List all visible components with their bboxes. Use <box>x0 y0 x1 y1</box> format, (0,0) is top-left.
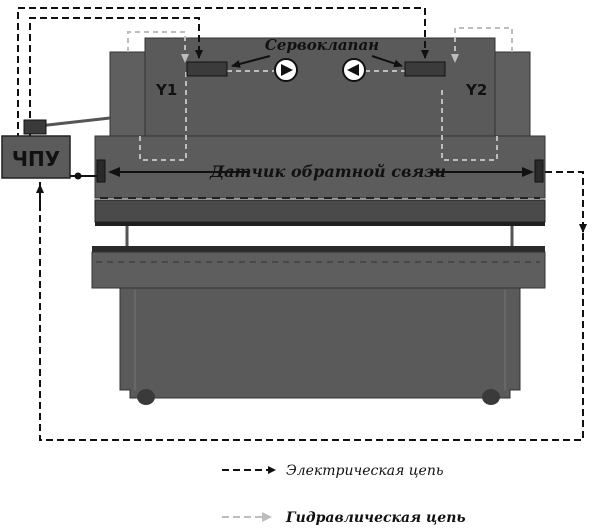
arrow-icon <box>268 466 276 474</box>
arrow-icon <box>231 55 271 68</box>
arrow-icon <box>108 167 120 177</box>
servo-valve-left <box>186 61 228 77</box>
table-beam <box>91 251 546 289</box>
cnc-box <box>1 135 71 179</box>
legend-hydraulic-label: Гидравлическая цепь <box>285 510 466 526</box>
foot-right <box>482 389 500 405</box>
legend-electric-label: Электрическая цепь <box>286 463 443 479</box>
cnc-label: ЧПУ <box>12 147 60 171</box>
arrow-icon <box>522 167 534 177</box>
servo-valve-label: Сервоклапан <box>265 36 379 54</box>
pump-icon <box>274 58 298 82</box>
left-column <box>109 51 151 137</box>
sensor-right <box>534 159 544 183</box>
foot-left <box>137 389 155 405</box>
legend: Электрическая цепь Гидравлическая цепь <box>222 463 466 526</box>
upper-beam <box>94 135 546 199</box>
arrow-icon <box>371 55 403 68</box>
arrow-icon <box>262 512 272 522</box>
feedback-sensor-label: Датчик обратной связи <box>209 162 446 181</box>
y2-label: Y2 <box>465 81 487 99</box>
ram <box>94 199 546 223</box>
top-plate <box>144 37 496 139</box>
lower-frame <box>91 246 546 405</box>
sensor-left <box>96 159 106 183</box>
servo-valve-right <box>404 61 446 77</box>
right-column <box>489 51 531 137</box>
y1-label: Y1 <box>155 81 177 99</box>
table-top <box>92 246 545 252</box>
junction-dot <box>74 172 82 180</box>
hydraulic-circuit-right <box>365 27 513 161</box>
upper-frame <box>94 37 546 226</box>
electric-circuit <box>17 7 584 441</box>
pump-icon <box>342 58 366 82</box>
ram-edge <box>95 222 545 226</box>
cnc-head <box>23 119 47 135</box>
table-body <box>119 287 521 399</box>
hydraulic-circuit-left <box>127 31 275 161</box>
